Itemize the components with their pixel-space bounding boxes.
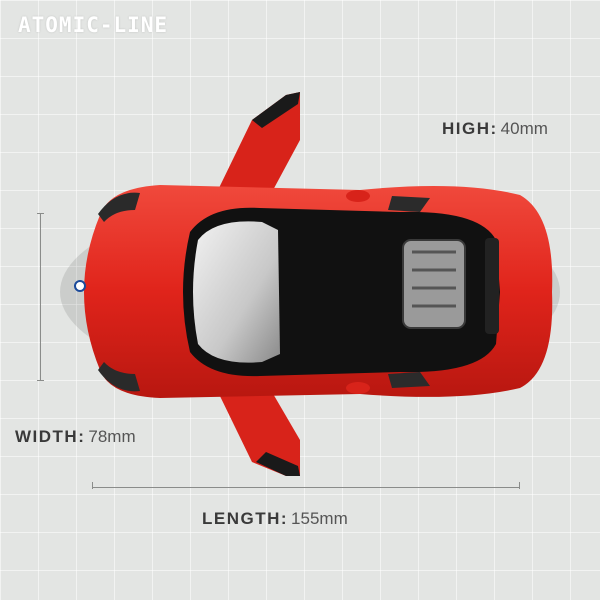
door-bottom-window bbox=[256, 452, 300, 476]
length-scale-cap-left bbox=[92, 482, 93, 489]
length-spec: LENGTH:155mm bbox=[202, 509, 348, 529]
door-top-open bbox=[218, 92, 300, 200]
headlight-top bbox=[98, 192, 140, 222]
front-emblem bbox=[74, 280, 86, 292]
width-scale-bar bbox=[40, 213, 41, 381]
length-label: LENGTH: bbox=[202, 509, 289, 528]
height-label: HIGH: bbox=[442, 119, 498, 138]
length-scale-bar bbox=[92, 487, 520, 488]
door-top-window bbox=[252, 92, 300, 128]
length-value: 155mm bbox=[291, 509, 348, 528]
height-spec: HIGH:40mm bbox=[442, 119, 548, 139]
brand-logo-text: ATOMIC-LINE bbox=[18, 13, 169, 37]
width-spec: WIDTH:78mm bbox=[15, 427, 136, 447]
width-scale-cap-bottom bbox=[37, 380, 44, 381]
height-value: 40mm bbox=[500, 119, 548, 138]
width-value: 78mm bbox=[88, 427, 136, 446]
headlight-bottom bbox=[98, 362, 140, 392]
side-vent-bottom bbox=[388, 372, 430, 388]
engine-detail bbox=[412, 250, 456, 308]
width-label: WIDTH: bbox=[15, 427, 86, 446]
door-bottom-open bbox=[218, 382, 300, 476]
width-scale-cap-top bbox=[37, 213, 44, 214]
rear-vent bbox=[485, 238, 499, 334]
mirror-bottom bbox=[346, 382, 370, 394]
windshield bbox=[193, 221, 280, 363]
side-vent-top bbox=[388, 196, 430, 212]
mirror-top bbox=[346, 190, 370, 202]
length-scale-cap-right bbox=[519, 482, 520, 489]
